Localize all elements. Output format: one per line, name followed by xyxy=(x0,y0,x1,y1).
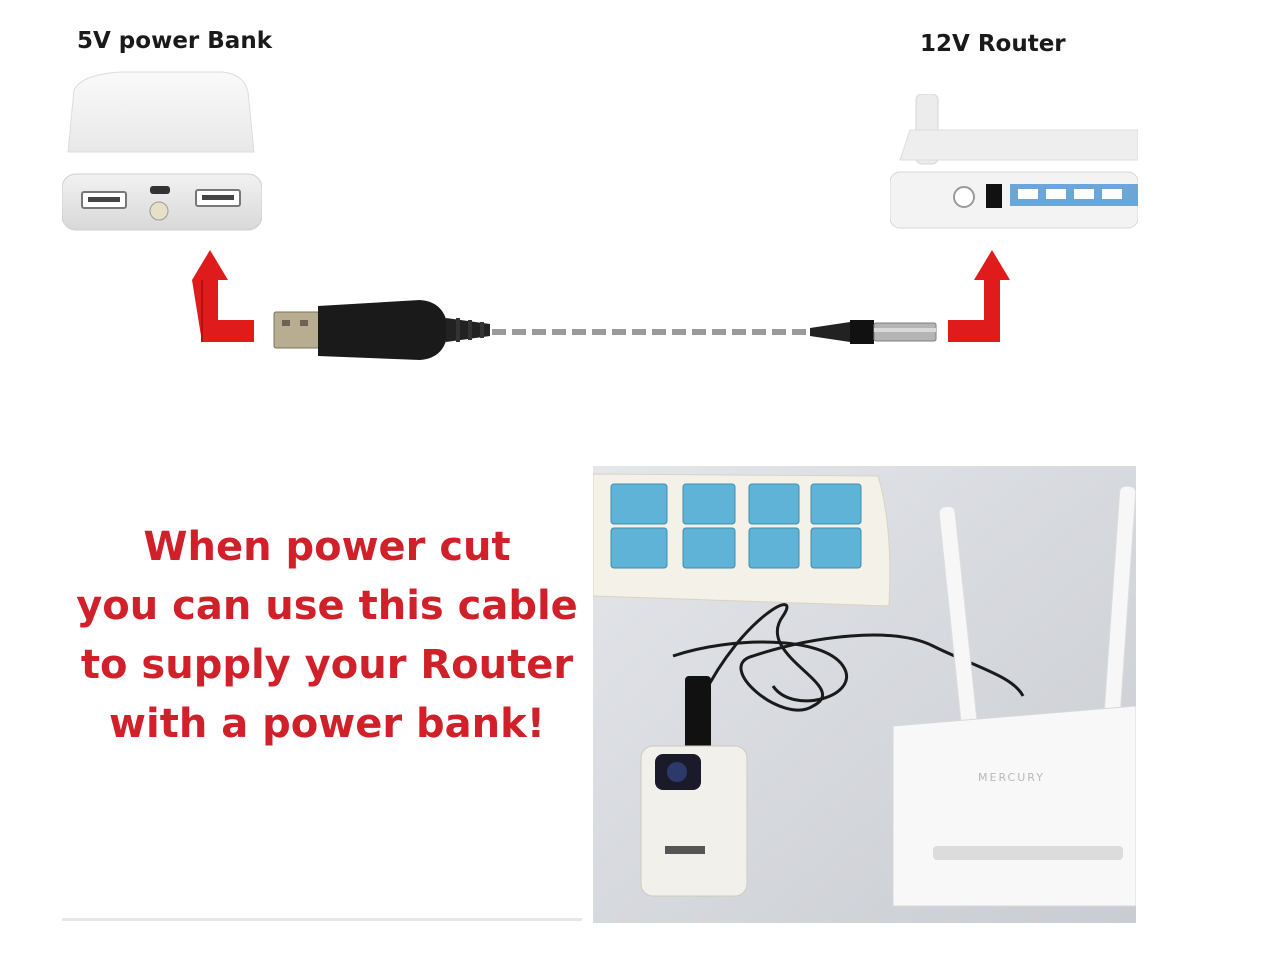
promo-message: When power cut you can use this cable to… xyxy=(62,518,592,754)
message-line: to supply your Router xyxy=(80,642,574,688)
usage-photo: MERCURY xyxy=(593,466,1136,923)
usb-to-dc-cable xyxy=(273,300,937,360)
router-brand-text: MERCURY xyxy=(978,771,1045,784)
message-line: you can use this cable xyxy=(76,583,578,629)
router-illustration xyxy=(890,94,1138,229)
message-line: When power cut xyxy=(143,524,511,570)
power-bank-illustration xyxy=(62,71,262,231)
message-line: with a power bank! xyxy=(109,701,545,747)
red-bent-up-arrow-icon xyxy=(948,250,1010,342)
router-label: 12V Router xyxy=(920,31,1066,57)
usage-photo-drawing: MERCURY xyxy=(593,466,1136,923)
power-bank-label: 5V power Bank xyxy=(77,28,272,54)
divider-line xyxy=(62,918,582,921)
red-bent-up-arrow-icon xyxy=(192,250,254,342)
